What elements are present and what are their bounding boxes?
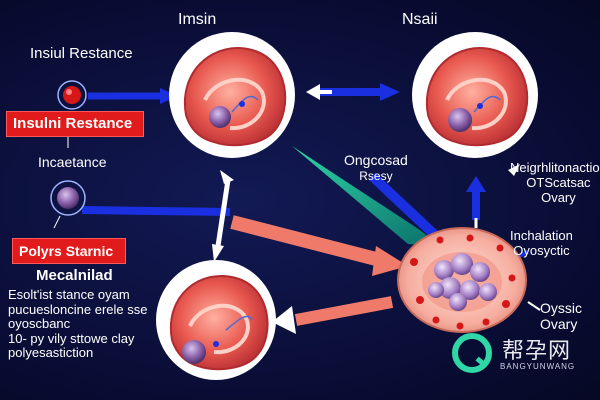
watermark: 帮孕网 BANGYUNWANG [448,330,598,378]
description-line: pucuesloncine erele sse [8,301,148,317]
label-oncogenic-line: Ongcosad [344,152,408,168]
label-metabolic: Mecalnilad [36,267,113,284]
label-oncogenic-line: Rsesy [359,169,393,183]
title-insulin: Imsin [178,11,217,28]
arrow-white-vertical [212,170,234,262]
uterus-circle-top-right [412,32,538,158]
label-oysic-line: Ovary [540,316,578,332]
label-oysic-line: Oyssic [540,300,582,316]
arrow-salmon-bottom [272,296,394,334]
arrow-salmon-top [230,215,408,276]
arrow-blue-mid [81,206,231,216]
description-line: Esolt'ist stance oyam [8,287,130,302]
label-neighboring: Neigrhlitonaction OTScatsac Ovary [510,160,600,205]
red-cell-icon [57,80,87,110]
label-neighboring-line: Ovary [541,190,576,205]
polycystic-badge: Polyrs Starnic [12,238,126,264]
description-line: 10- py vily sttowe clay [8,330,135,346]
description-line: polyesastiction [8,345,94,360]
uterus-circle-bottom-left [156,260,276,380]
watermark-cn: 帮孕网 [502,339,572,364]
arrow-blue-top [88,88,178,104]
label-inchemical: Inchalation Oyosyctic [510,228,573,258]
label-oncogenic: Ongcosad Rsesy [344,152,408,184]
label-neighboring-line: Neigrhlitonaction [510,160,600,175]
description-line: oyoscbanc [8,316,71,331]
follicle-icon [50,180,86,229]
label-inchemical-line: Inchalation [510,228,573,243]
description-text: Esolt'ist stance oyam pucuesloncine erel… [8,287,148,361]
arrow-blue-between-top [306,83,400,101]
arrow-teal [292,146,440,246]
watermark-logo [452,333,492,373]
label-oysic: Oyssic Ovary [540,300,582,332]
label-increase: Incaetance [38,154,107,170]
title-nsaii: Nsaii [402,11,438,28]
polycystic-ovary [397,227,527,333]
label-inchemical-line: Oyosyctic [513,243,570,258]
uterus-circle-top-left [169,32,295,158]
watermark-en: BANGYUNWANG [500,362,576,371]
insulin-resistance-badge: Insulni Restance [6,111,144,137]
label-insulin-resistance: Insiul Restance [30,45,133,62]
label-neighboring-line: OTScatsac [526,175,591,190]
arrow-blue-right [466,176,486,228]
